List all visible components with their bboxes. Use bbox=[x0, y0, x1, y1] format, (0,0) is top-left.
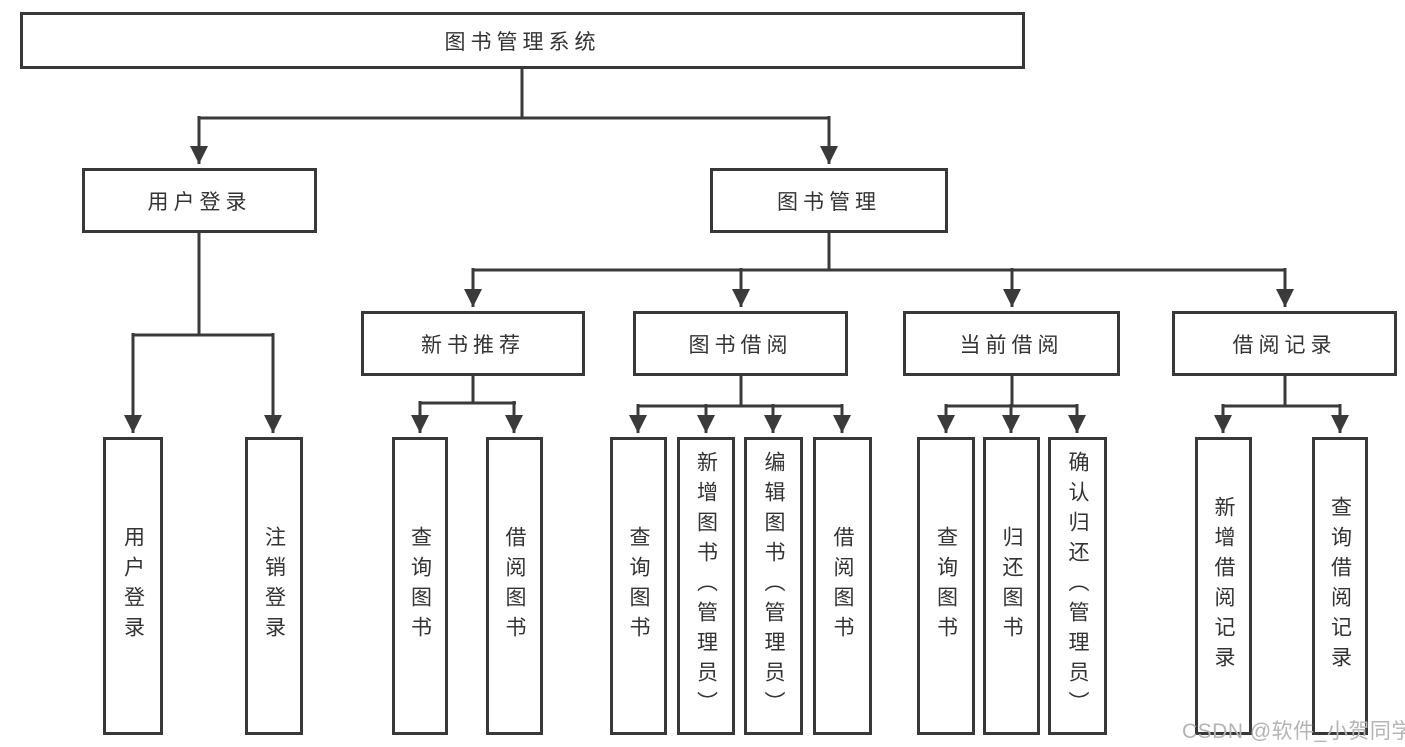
leaf-edit-book-admin: 编辑图书（管理员） bbox=[744, 437, 803, 735]
leaf-borrow-book-2: 借阅图书 bbox=[813, 437, 872, 735]
node-label: 图书管理 bbox=[777, 190, 881, 214]
leaf-query-book-2: 查询图书 bbox=[610, 437, 667, 735]
leaf-borrow-book-1: 借阅图书 bbox=[486, 437, 543, 735]
connectors bbox=[124, 67, 1349, 433]
node-user-login: 用户登录 bbox=[82, 168, 317, 233]
leaf-add-borrow-record: 新增借阅记录 bbox=[1195, 437, 1252, 735]
node-label: 查询图书 bbox=[934, 526, 958, 646]
leaf-user-login: 用户登录 bbox=[103, 437, 163, 735]
node-label: 用户登录 bbox=[121, 526, 145, 646]
node-label: 新书推荐 bbox=[421, 333, 525, 357]
node-label: 查询借阅记录 bbox=[1328, 496, 1352, 676]
node-book-borrow: 图书借阅 bbox=[633, 311, 848, 376]
leaf-confirm-return-admin: 确认归还（管理员） bbox=[1048, 437, 1107, 735]
leaf-query-book-1: 查询图书 bbox=[392, 437, 448, 735]
node-label: 确认归还（管理员） bbox=[1066, 451, 1089, 721]
node-label: 新增借阅记录 bbox=[1212, 496, 1235, 676]
node-label: 借阅图书 bbox=[831, 526, 854, 646]
node-label: 图书借阅 bbox=[688, 333, 793, 357]
leaf-logout: 注销登录 bbox=[245, 437, 303, 735]
node-label: 用户登录 bbox=[147, 190, 252, 214]
node-label: 查询图书 bbox=[627, 526, 650, 646]
node-label: 查询图书 bbox=[408, 526, 432, 646]
node-label: 借阅图书 bbox=[503, 526, 526, 646]
node-label: 注销登录 bbox=[262, 526, 286, 646]
node-label: 图书管理系统 bbox=[444, 30, 601, 54]
leaf-query-borrow-record: 查询借阅记录 bbox=[1312, 437, 1368, 735]
leaf-return-book: 归还图书 bbox=[983, 437, 1040, 735]
leaf-add-book-admin: 新增图书（管理员） bbox=[677, 437, 735, 735]
node-label: 编辑图书（管理员） bbox=[762, 451, 785, 721]
node-new-book-recommend: 新书推荐 bbox=[361, 311, 585, 376]
node-book-management: 图书管理 bbox=[710, 168, 948, 233]
node-system-root: 图书管理系统 bbox=[20, 12, 1025, 69]
node-label: 归还图书 bbox=[1000, 526, 1023, 646]
node-label: 借阅记录 bbox=[1232, 333, 1337, 357]
csdn-watermark: CSDN @软件_小贺同学 bbox=[1182, 720, 1405, 743]
node-borrow-records: 借阅记录 bbox=[1172, 311, 1397, 376]
leaf-query-book-3: 查询图书 bbox=[917, 437, 975, 735]
node-current-borrow: 当前借阅 bbox=[903, 311, 1120, 376]
node-label: 新增图书（管理员） bbox=[694, 451, 718, 721]
node-label: 当前借阅 bbox=[959, 333, 1064, 357]
